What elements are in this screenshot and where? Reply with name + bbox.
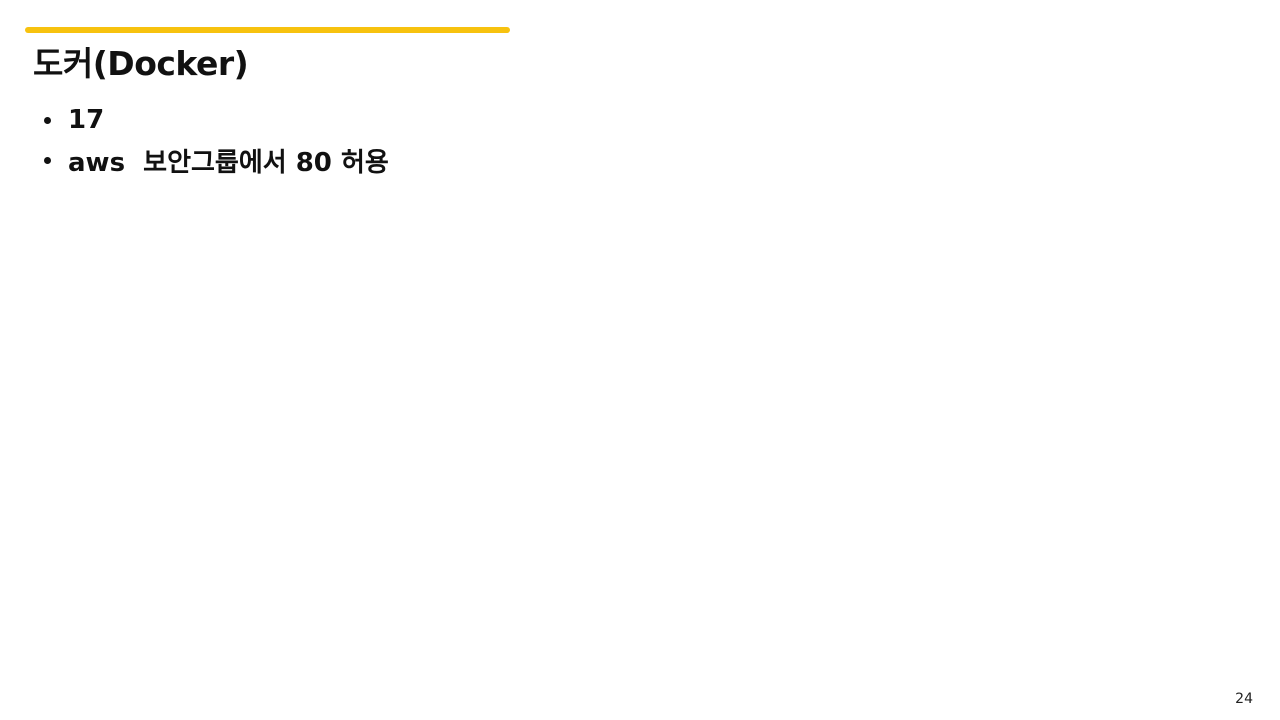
slide-title: 도커(Docker) (33, 44, 249, 83)
title-accent-bar (25, 27, 510, 33)
bullet-dot-icon (44, 156, 51, 164)
bullet-dot-icon (44, 116, 51, 124)
bullet-text: aws 보안그룹에서 80 허용 (68, 147, 389, 178)
bullet-item: 17 (40, 100, 389, 140)
bullet-item: aws 보안그룹에서 80 허용 (40, 140, 389, 180)
page-number: 24 (1235, 691, 1253, 707)
bullet-list: 17 aws 보안그룹에서 80 허용 (40, 100, 389, 180)
bullet-text: 17 (68, 105, 105, 135)
